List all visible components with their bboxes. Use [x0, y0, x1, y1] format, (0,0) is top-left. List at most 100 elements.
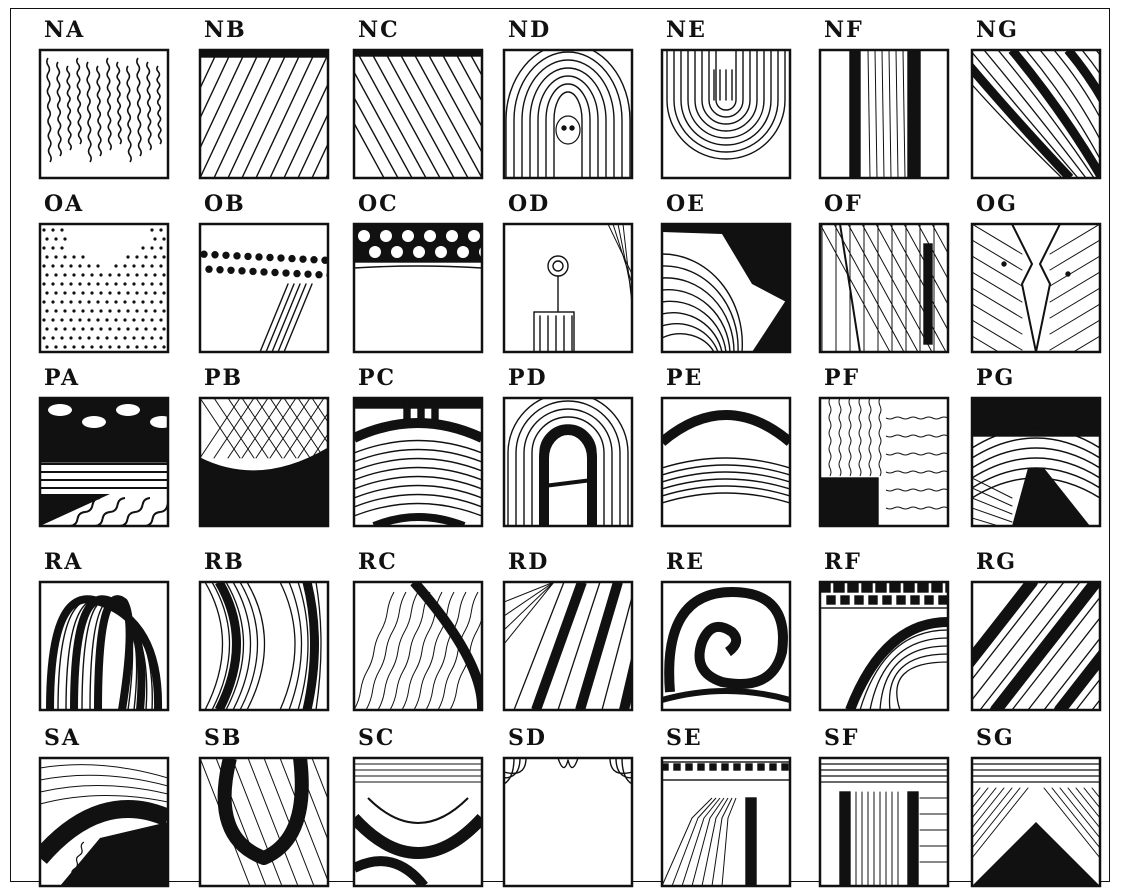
pattern-label: RB [204, 550, 245, 574]
pattern-cell-pd: PD [502, 366, 652, 536]
pattern-label: SE [666, 726, 703, 750]
pattern-tile-nf [818, 48, 950, 180]
pattern-label: SB [204, 726, 242, 750]
pattern-cell-na: NA [38, 18, 188, 188]
pattern-tile-rf [818, 580, 950, 712]
pattern-label: SF [824, 726, 860, 750]
pattern-label: OG [976, 192, 1018, 216]
pattern-tile-re [660, 580, 792, 712]
pattern-cell-oe: OE [660, 192, 810, 362]
pattern-label: NA [44, 18, 85, 42]
pattern-cell-nc: NC [352, 18, 502, 188]
pattern-tile-pb [198, 396, 330, 528]
pattern-label: OA [44, 192, 84, 216]
pattern-label: OB [204, 192, 246, 216]
pattern-label: OC [358, 192, 399, 216]
pattern-label: SD [508, 726, 547, 750]
pattern-label: RF [824, 550, 862, 574]
pattern-cell-oc: OC [352, 192, 502, 362]
pattern-tile-rc [352, 580, 484, 712]
pattern-tile-nd [502, 48, 634, 180]
pattern-cell-sc: SC [352, 726, 502, 896]
pattern-tile-pe [660, 396, 792, 528]
pattern-label: OE [666, 192, 706, 216]
pattern-cell-sf: SF [818, 726, 968, 896]
pattern-label: OF [824, 192, 863, 216]
pattern-tile-pg [970, 396, 1102, 528]
pattern-label: RE [666, 550, 705, 574]
pattern-cell-pg: PG [970, 366, 1120, 536]
pattern-cell-nd: ND [502, 18, 652, 188]
pattern-tile-se [660, 756, 792, 888]
pattern-cell-pa: PA [38, 366, 188, 536]
pattern-tile-rd [502, 580, 634, 712]
pattern-cell-oa: OA [38, 192, 188, 362]
pattern-label: ND [508, 18, 551, 42]
pattern-label: RC [358, 550, 398, 574]
pattern-label: PA [44, 366, 80, 390]
pattern-label: SG [976, 726, 1015, 750]
pattern-cell-og: OG [970, 192, 1120, 362]
pattern-cell-pe: PE [660, 366, 810, 536]
pattern-cell-sg: SG [970, 726, 1120, 896]
pattern-tile-sg [970, 756, 1102, 888]
pattern-cell-of: OF [818, 192, 968, 362]
pattern-tile-pd [502, 396, 634, 528]
pattern-cell-sb: SB [198, 726, 348, 896]
pattern-label: NB [204, 18, 247, 42]
pattern-label: NG [976, 18, 1019, 42]
pattern-tile-og [970, 222, 1102, 354]
pattern-label: PF [824, 366, 860, 390]
pattern-cell-ra: RA [38, 550, 188, 720]
pattern-label: NF [824, 18, 864, 42]
pattern-cell-sa: SA [38, 726, 188, 896]
pattern-cell-re: RE [660, 550, 810, 720]
pattern-tile-sc [352, 756, 484, 888]
pattern-tile-oc [352, 222, 484, 354]
pattern-label: NE [666, 18, 707, 42]
pattern-label: RD [508, 550, 549, 574]
pattern-label: OD [508, 192, 550, 216]
pattern-cell-nb: NB [198, 18, 348, 188]
pattern-tile-rg [970, 580, 1102, 712]
pattern-cell-od: OD [502, 192, 652, 362]
pattern-cell-pb: PB [198, 366, 348, 536]
pattern-tile-na [38, 48, 170, 180]
pattern-cell-sd: SD [502, 726, 652, 896]
pattern-tile-sd [502, 756, 634, 888]
pattern-label: PE [666, 366, 703, 390]
pattern-tile-ob [198, 222, 330, 354]
pattern-cell-rf: RF [818, 550, 968, 720]
pattern-tile-ra [38, 580, 170, 712]
pattern-label: RG [976, 550, 1017, 574]
pattern-label: SC [358, 726, 395, 750]
pattern-tile-ne [660, 48, 792, 180]
pattern-cell-rd: RD [502, 550, 652, 720]
pattern-tile-sa [38, 756, 170, 888]
pattern-tile-nb [198, 48, 330, 180]
pattern-cell-pc: PC [352, 366, 502, 536]
pattern-label: PB [204, 366, 243, 390]
pattern-label: PC [358, 366, 396, 390]
pattern-tile-nc [352, 48, 484, 180]
pattern-tile-pf [818, 396, 950, 528]
pattern-tile-of [818, 222, 950, 354]
pattern-label: PD [508, 366, 548, 390]
pattern-cell-nf: NF [818, 18, 968, 188]
pattern-cell-rb: RB [198, 550, 348, 720]
pattern-tile-oa [38, 222, 170, 354]
pattern-tile-rb [198, 580, 330, 712]
pattern-tile-od [502, 222, 634, 354]
pattern-label: NC [358, 18, 400, 42]
pattern-tile-oe [660, 222, 792, 354]
pattern-cell-ne: NE [660, 18, 810, 188]
pattern-cell-ng: NG [970, 18, 1120, 188]
pattern-tile-pa [38, 396, 170, 528]
pattern-label: PG [976, 366, 1015, 390]
pattern-label: RA [44, 550, 83, 574]
pattern-cell-pf: PF [818, 366, 968, 536]
pattern-tile-ng [970, 48, 1102, 180]
pattern-tile-pc [352, 396, 484, 528]
pattern-tile-sb [198, 756, 330, 888]
